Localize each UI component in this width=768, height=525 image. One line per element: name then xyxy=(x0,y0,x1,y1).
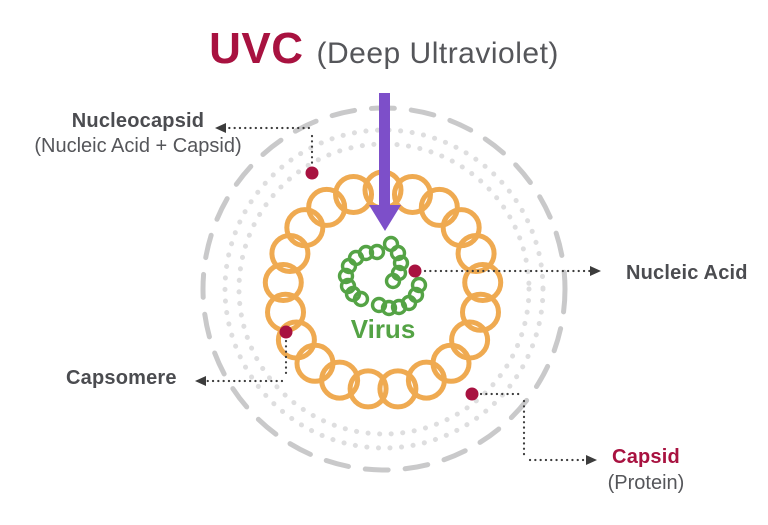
capsid-pointer-dot xyxy=(465,387,479,401)
nucleic-acid-bead xyxy=(389,244,407,262)
nucleic-acid-callout: Nucleic Acid xyxy=(626,261,748,286)
capsomere-circle xyxy=(347,368,389,410)
capsomere-circle xyxy=(284,207,326,249)
capsomere-circle xyxy=(462,262,504,304)
nucleic-acid-bead xyxy=(370,296,388,314)
virus-label: Virus xyxy=(350,314,416,344)
capsomere-callout: Capsomere xyxy=(66,366,177,391)
capsomere-pointer-dot xyxy=(279,325,293,339)
arrow-left-icon xyxy=(195,376,206,386)
nucleocapsid-pointer-dot xyxy=(305,166,319,180)
nucleic-acid-bead xyxy=(407,286,425,304)
arrow-right-icon xyxy=(590,266,601,276)
capsomere-circle xyxy=(333,173,375,215)
capsomere-circle xyxy=(405,359,447,401)
dotted-ring-outer xyxy=(222,127,546,451)
capsomere-circle xyxy=(459,291,501,333)
title-subtitle: (Deep Ultraviolet) xyxy=(316,37,559,70)
title-uvc: UVC xyxy=(209,24,304,73)
nucleocapsid-label: Nucleocapsid xyxy=(71,110,205,132)
nucleic-acid-bead xyxy=(384,272,402,290)
nucleic-acid-bead xyxy=(340,257,358,275)
nucleocapsid-callout: Nucleocapsid (Nucleic Acid + Capsid) xyxy=(18,109,258,159)
capsomere-circle xyxy=(430,342,472,384)
nucleic-acid-bead xyxy=(337,267,355,285)
uvc-beam-arrow-icon xyxy=(369,93,401,231)
capsomere-circle xyxy=(377,368,419,410)
capsomere-circle xyxy=(418,186,460,228)
nucleic-acid-bead xyxy=(410,276,428,294)
nucleic-acid-bead xyxy=(368,243,386,261)
capsomere-circle xyxy=(455,232,497,274)
nucleic-acid-spiral-icon xyxy=(337,235,428,317)
arrow-right-icon xyxy=(586,455,597,465)
nucleic-acid-pointer-dot xyxy=(408,264,422,278)
nucleocapsid-sublabel: (Nucleic Acid + Capsid) xyxy=(34,135,242,157)
capsomere-circle xyxy=(275,319,317,361)
nucleic-acid-bead xyxy=(380,299,398,317)
page-title: UVC (Deep Ultraviolet) xyxy=(0,24,768,74)
nucleic-acid-label: Nucleic Acid xyxy=(626,262,748,284)
capsid-ring xyxy=(262,169,504,410)
capsid-sublabel: (Protein) xyxy=(607,472,685,494)
nucleic-acid-bead xyxy=(392,254,410,272)
nucleic-acid-bead xyxy=(352,290,370,308)
capsid-label: Capsid xyxy=(612,446,680,468)
arrow-left-icon xyxy=(215,123,226,133)
capsomere-circle xyxy=(262,262,304,304)
callout-leaders xyxy=(195,123,601,465)
capsid-callout: Capsid (Protein) xyxy=(570,444,722,496)
capsomere-label: Capsomere xyxy=(66,367,177,389)
capsomere-circle xyxy=(294,342,336,384)
